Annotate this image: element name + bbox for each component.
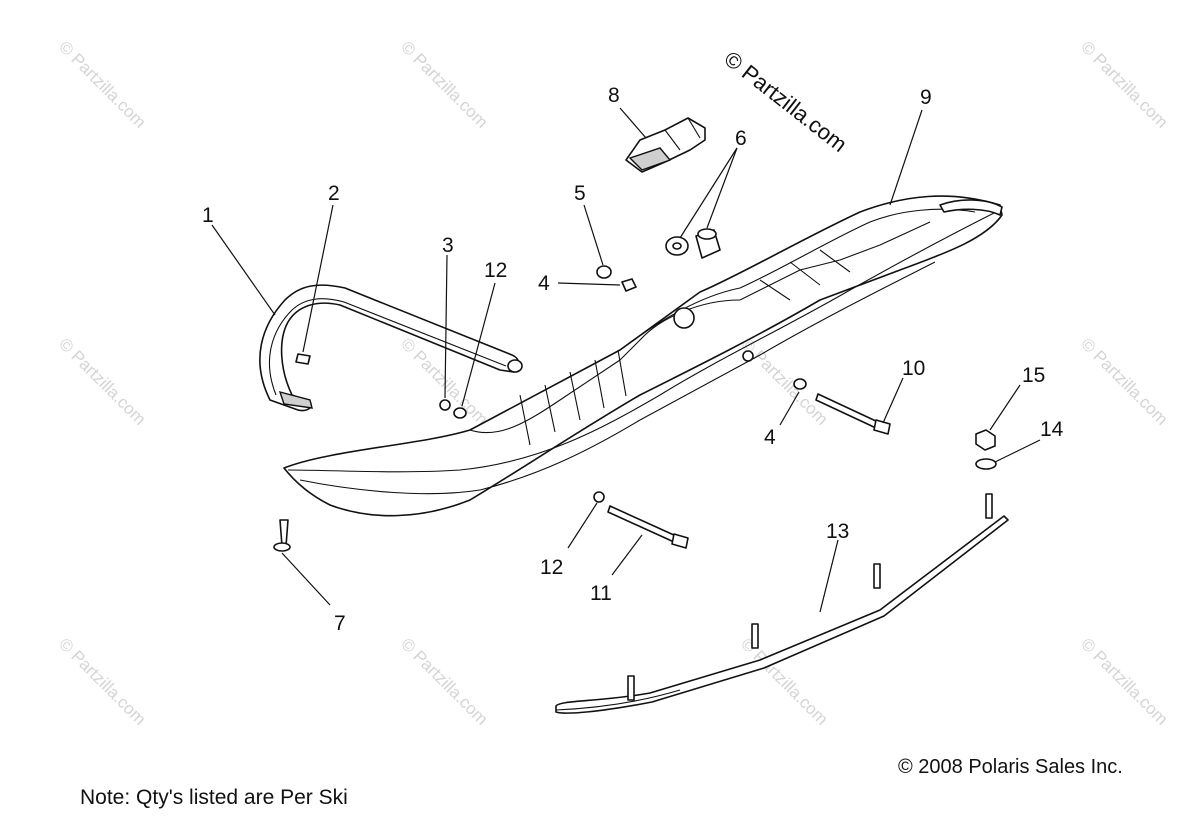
callout-7: 7 bbox=[334, 612, 346, 635]
callout-12: 12 bbox=[540, 556, 563, 579]
callout-8: 8 bbox=[608, 84, 620, 107]
callout-9: 9 bbox=[920, 86, 932, 109]
leader-lines bbox=[211, 107, 1041, 613]
qty-note: Note: Qty's listed are Per Ski bbox=[80, 786, 348, 809]
nut-15 bbox=[975, 429, 996, 451]
bolt-7 bbox=[279, 519, 289, 547]
callout-10: 10 bbox=[902, 357, 925, 380]
carbide-runner bbox=[555, 493, 1009, 714]
watermark: © Partzilla.com bbox=[1077, 634, 1171, 728]
callout-3: 3 bbox=[442, 234, 454, 257]
callout-13: 13 bbox=[826, 520, 849, 543]
nut-4a bbox=[621, 278, 637, 292]
watermark: © Partzilla.com bbox=[1077, 37, 1171, 131]
watermark: © Partzilla.com bbox=[737, 634, 831, 728]
ski-pad bbox=[625, 117, 706, 173]
watermark: © Partzilla.com bbox=[397, 634, 491, 728]
watermark: © Partzilla.com bbox=[1077, 334, 1171, 428]
callout-12: 12 bbox=[484, 259, 507, 282]
ski-handle bbox=[259, 284, 523, 412]
washer-14 bbox=[975, 458, 997, 470]
nut-3 bbox=[439, 399, 451, 411]
callout-4: 4 bbox=[538, 272, 550, 295]
callout-11: 11 bbox=[590, 582, 612, 605]
ski-body bbox=[283, 195, 1003, 517]
nut-5 bbox=[596, 265, 612, 279]
copyright-text: © 2008 Polaris Sales Inc. bbox=[898, 756, 1123, 778]
hardware bbox=[273, 265, 997, 552]
callout-15: 15 bbox=[1022, 364, 1045, 387]
callout-1: 1 bbox=[202, 204, 214, 227]
washer-12b bbox=[593, 491, 605, 503]
watermark: © Partzilla.com bbox=[55, 334, 149, 428]
watermark: © Partzilla.com bbox=[55, 37, 149, 131]
bolt-11 bbox=[607, 505, 677, 543]
callout-14: 14 bbox=[1040, 418, 1064, 441]
fastener-2 bbox=[295, 353, 311, 365]
washer-bushing bbox=[665, 228, 721, 259]
washer-12a bbox=[453, 407, 467, 419]
callouts: 1 2 3 12 4 5 6 8 9 10 15 14 4 12 11 7 13 bbox=[202, 84, 1064, 635]
callout-4: 4 bbox=[764, 426, 776, 449]
watermark: © Partzilla.com bbox=[397, 37, 491, 131]
watermark: © Partzilla.com bbox=[55, 634, 149, 728]
nut-4b bbox=[793, 378, 807, 390]
callout-2: 2 bbox=[328, 182, 340, 205]
callout-6: 6 bbox=[735, 127, 747, 150]
callout-5: 5 bbox=[574, 182, 586, 205]
watermark: © Partzilla.com bbox=[737, 334, 831, 428]
